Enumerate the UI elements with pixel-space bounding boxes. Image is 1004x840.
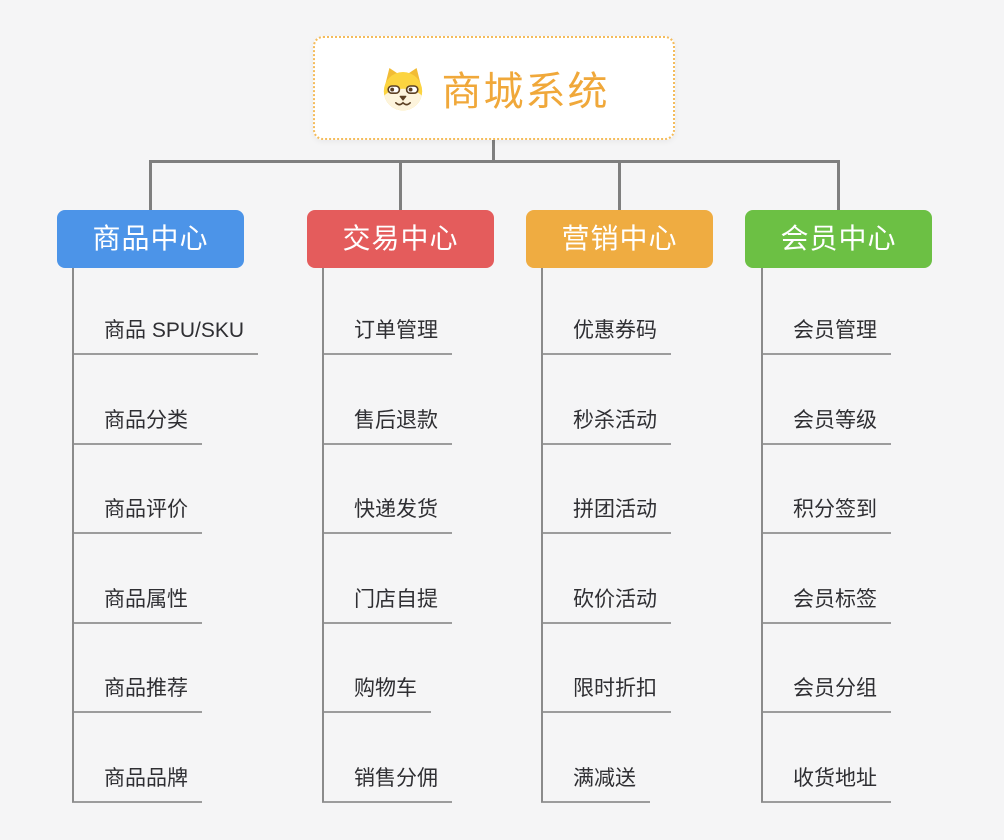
subtopic-item[interactable]: 售后退款	[322, 404, 452, 445]
connector-root-stub	[492, 140, 495, 162]
branch-subtopics-product-center: 商品 SPU/SKU 商品分类 商品评价 商品属性 商品推荐 商品品牌	[72, 268, 259, 803]
subtopic-row: 商品 SPU/SKU	[72, 268, 259, 355]
subtopic-item[interactable]: 砍价活动	[541, 583, 671, 624]
subtopic-item[interactable]: 收货地址	[761, 762, 891, 803]
subtopic-row: 积分签到	[761, 445, 891, 534]
subtopic-item[interactable]: 拼团活动	[541, 493, 671, 534]
subtopic-row: 商品分类	[72, 355, 258, 445]
subtopic-item[interactable]: 商品 SPU/SKU	[72, 314, 259, 355]
branch-topic-marketing-center[interactable]: 营销中心	[526, 210, 713, 268]
subtopic-row: 限时折扣	[541, 624, 671, 713]
subtopic-row: 商品推荐	[72, 624, 258, 713]
subtopic-row: 会员标签	[761, 534, 891, 624]
connector-branch-stub	[399, 161, 402, 210]
subtopic-row: 商品属性	[72, 534, 258, 624]
subtopic-row: 商品品牌	[72, 713, 258, 803]
subtopic-item[interactable]: 订单管理	[322, 314, 452, 355]
subtopic-item[interactable]: 门店自提	[322, 583, 452, 624]
subtopic-item[interactable]: 积分签到	[761, 493, 891, 534]
subtopic-row: 砍价活动	[541, 534, 671, 624]
branch-trunk-line	[72, 268, 74, 802]
subtopic-row: 秒杀活动	[541, 355, 671, 445]
subtopic-row: 售后退款	[322, 355, 452, 445]
branch-trunk-line	[322, 268, 324, 802]
branch-topic-product-center[interactable]: 商品中心	[57, 210, 244, 268]
subtopic-item[interactable]: 商品分类	[72, 404, 202, 445]
subtopic-item[interactable]: 商品推荐	[72, 672, 202, 713]
subtopic-row: 满减送	[541, 713, 671, 803]
branch-trunk-line	[541, 268, 543, 802]
subtopic-row: 订单管理	[322, 268, 452, 355]
subtopic-item[interactable]: 会员管理	[761, 314, 891, 355]
subtopic-row: 门店自提	[322, 534, 452, 624]
branch-subtopics-member-center: 会员管理 会员等级 积分签到 会员标签 会员分组 收货地址	[761, 268, 891, 803]
subtopic-row: 会员等级	[761, 355, 891, 445]
subtopic-item[interactable]: 销售分佣	[322, 762, 452, 803]
subtopic-item[interactable]: 限时折扣	[541, 672, 671, 713]
subtopic-item[interactable]: 优惠券码	[541, 314, 671, 355]
subtopic-item[interactable]: 商品品牌	[72, 762, 202, 803]
subtopic-row: 购物车	[322, 624, 452, 713]
subtopic-item[interactable]: 会员标签	[761, 583, 891, 624]
subtopic-item[interactable]: 满减送	[541, 762, 650, 803]
subtopic-item[interactable]: 会员分组	[761, 672, 891, 713]
subtopic-row: 收货地址	[761, 713, 891, 803]
subtopic-row: 销售分佣	[322, 713, 452, 803]
subtopic-item[interactable]: 商品属性	[72, 583, 202, 624]
branch-topic-member-center[interactable]: 会员中心	[745, 210, 932, 268]
connector-rail	[149, 160, 840, 163]
connector-branch-stub	[149, 161, 152, 210]
subtopic-row: 优惠券码	[541, 268, 671, 355]
connector-branch-stub	[837, 161, 840, 210]
branch-subtopics-trade-center: 订单管理 售后退款 快递发货 门店自提 购物车 销售分佣	[322, 268, 452, 803]
connector-branch-stub	[618, 161, 621, 210]
subtopic-row: 商品评价	[72, 445, 258, 534]
subtopic-item[interactable]: 购物车	[322, 672, 431, 713]
root-topic-label: 商城系统	[441, 70, 610, 114]
subtopic-item[interactable]: 会员等级	[761, 404, 891, 445]
subtopic-row: 会员分组	[761, 624, 891, 713]
shiba-dog-icon	[383, 68, 422, 111]
subtopic-item[interactable]: 秒杀活动	[541, 404, 671, 445]
subtopic-row: 拼团活动	[541, 445, 671, 534]
root-topic[interactable]: 商城系统	[313, 36, 675, 140]
branch-topic-trade-center[interactable]: 交易中心	[307, 210, 494, 268]
subtopic-item[interactable]: 快递发货	[322, 493, 452, 534]
subtopic-row: 快递发货	[322, 445, 452, 534]
branch-subtopics-marketing-center: 优惠券码 秒杀活动 拼团活动 砍价活动 限时折扣 满减送	[541, 268, 671, 803]
subtopic-item[interactable]: 商品评价	[72, 493, 202, 534]
subtopic-row: 会员管理	[761, 268, 891, 355]
branch-trunk-line	[761, 268, 763, 802]
